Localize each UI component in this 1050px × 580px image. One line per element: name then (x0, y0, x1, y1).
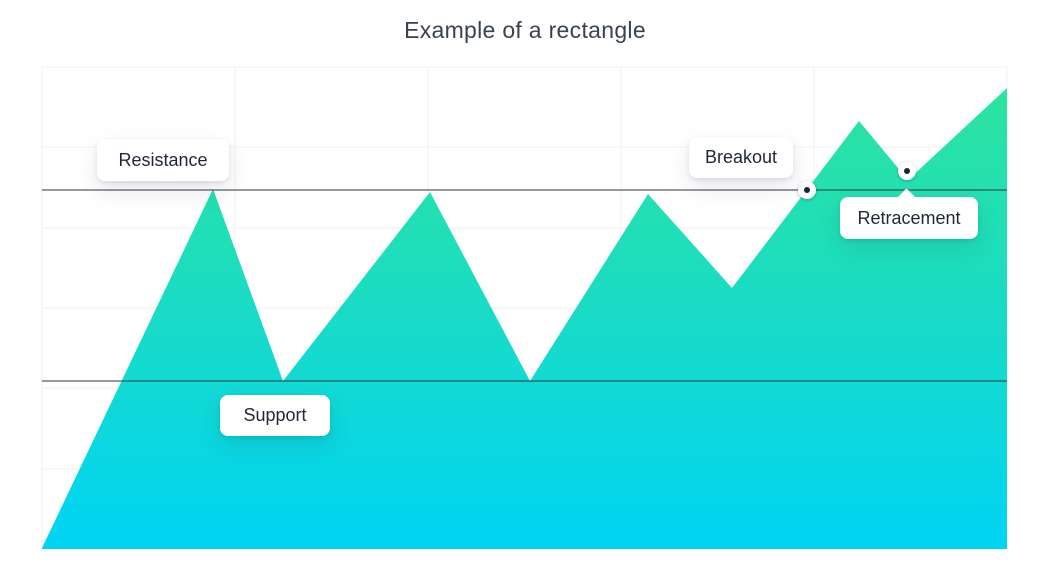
retracement-label-text: Retracement (857, 207, 961, 228)
support-label-text: Support (243, 405, 307, 425)
retracement-label: Retracement (840, 188, 978, 239)
figure-title: Example of a rectangle (404, 17, 646, 43)
breakout-label: Breakout (689, 137, 793, 178)
support-label: Support (220, 395, 330, 436)
retracement-marker-dot (904, 168, 910, 174)
resistance-label: Resistance (97, 139, 229, 181)
resistance-label-text: Resistance (118, 149, 208, 170)
breakout-label-text: Breakout (704, 147, 778, 167)
breakout-marker-dot (804, 187, 810, 193)
